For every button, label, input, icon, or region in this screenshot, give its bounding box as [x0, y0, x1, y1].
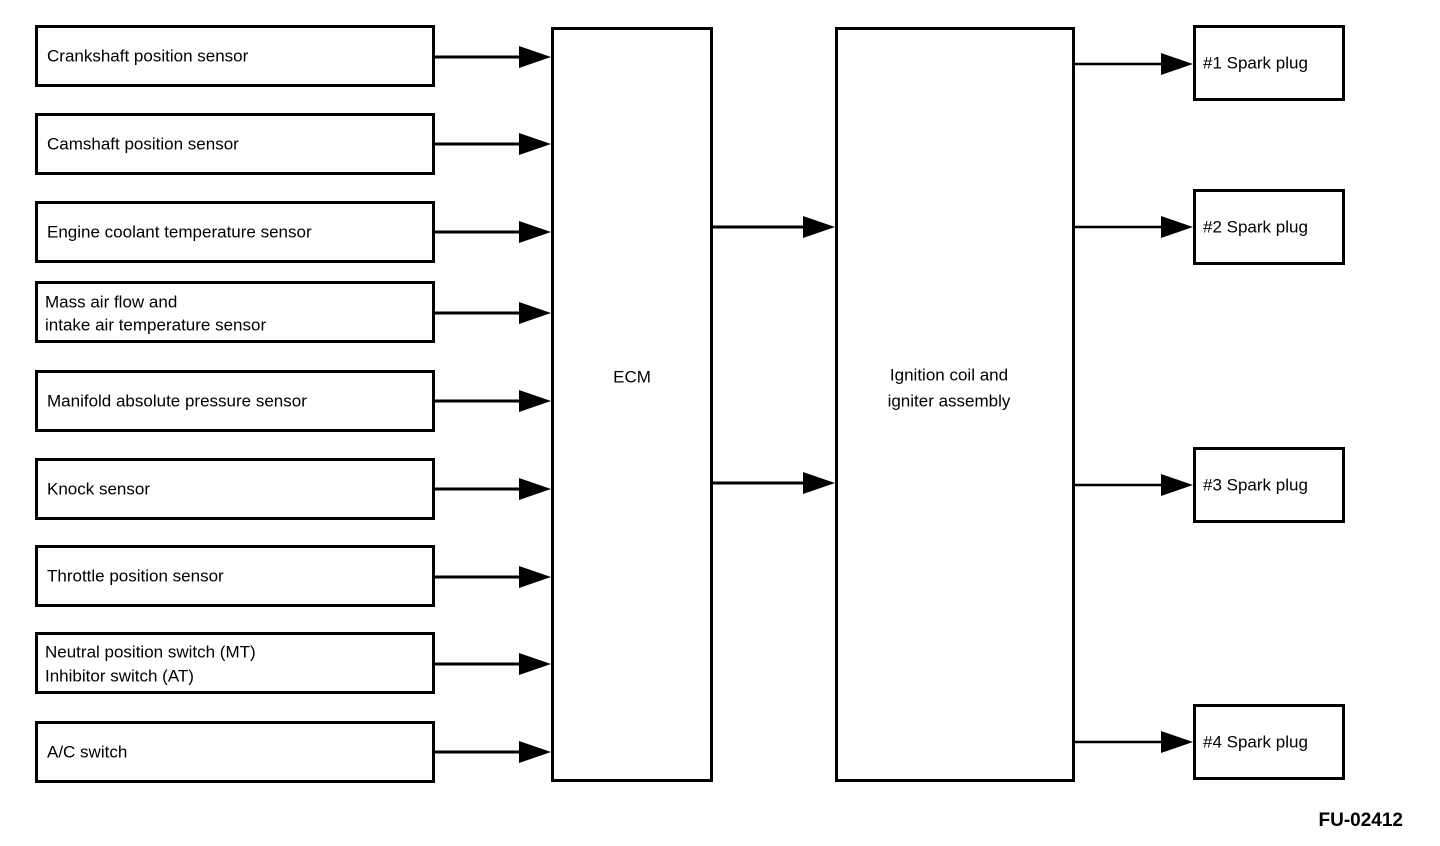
connector-neutral-inhibitor-switch-to-ecm: [435, 653, 551, 675]
node-label: ECM: [613, 367, 651, 386]
connector-camshaft-to-ecm: [435, 133, 551, 155]
node-label: Crankshaft position sensor: [47, 46, 249, 65]
connector-crankshaft-to-ecm: [435, 46, 551, 68]
node-label-line-2: igniter assembly: [888, 391, 1011, 410]
connector-ecm-to-ignition-upper: [713, 216, 835, 238]
connector-ac-switch-to-ecm: [435, 741, 551, 763]
node-ac-switch[interactable]: A/C switch: [35, 721, 435, 783]
node-label: Manifold absolute pressure sensor: [47, 391, 307, 410]
spark-plug-output-group: #1 Spark plug #2 Spark plug #3 Spark plu…: [1193, 25, 1345, 780]
connector-ecm-to-ignition-lower: [713, 472, 835, 494]
node-label: #1 Spark plug: [1203, 53, 1308, 72]
connector-ignition-to-spark-plug-2: [1075, 216, 1193, 238]
node-label: #4 Spark plug: [1203, 732, 1308, 751]
node-label: Throttle position sensor: [47, 566, 224, 585]
node-label: #3 Spark plug: [1203, 475, 1308, 494]
node-label-line-1: Mass air flow and: [45, 292, 177, 311]
node-throttle-position-sensor[interactable]: Throttle position sensor: [35, 545, 435, 607]
node-label: Camshaft position sensor: [47, 134, 239, 153]
node-label: A/C switch: [47, 742, 127, 761]
connector-coolant-temp-to-ecm: [435, 221, 551, 243]
node-neutral-position-switch-inhibitor-switch[interactable]: Neutral position switch (MT) Inhibitor s…: [35, 632, 435, 694]
node-manifold-absolute-pressure-sensor[interactable]: Manifold absolute pressure sensor: [35, 370, 435, 432]
ecm-to-ignition-connectors: [713, 216, 835, 494]
node-engine-coolant-temperature-sensor[interactable]: Engine coolant temperature sensor: [35, 201, 435, 263]
ignition-to-spark-plug-connectors: [1075, 53, 1193, 753]
node-label: Knock sensor: [47, 479, 150, 498]
node-mass-air-flow-and-intake-air-temperature-sensor[interactable]: Mass air flow and intake air temperature…: [35, 281, 435, 343]
node-label-line-1: Ignition coil and: [890, 365, 1008, 384]
connector-mass-air-flow-to-ecm: [435, 302, 551, 324]
connector-ignition-to-spark-plug-1: [1075, 53, 1193, 75]
node-label: Engine coolant temperature sensor: [47, 222, 312, 241]
node-spark-plug-4[interactable]: #4 Spark plug: [1193, 704, 1345, 780]
connector-map-sensor-to-ecm: [435, 390, 551, 412]
node-ecm[interactable]: ECM: [551, 27, 713, 782]
node-camshaft-position-sensor[interactable]: Camshaft position sensor: [35, 113, 435, 175]
figure-id-label: FU-02412: [1319, 810, 1404, 831]
node-spark-plug-3[interactable]: #3 Spark plug: [1193, 447, 1345, 523]
node-label-line-2: Inhibitor switch (AT): [45, 666, 194, 685]
node-spark-plug-1[interactable]: #1 Spark plug: [1193, 25, 1345, 101]
node-label-line-1: Neutral position switch (MT): [45, 642, 256, 661]
node-knock-sensor[interactable]: Knock sensor: [35, 458, 435, 520]
connector-ignition-to-spark-plug-3: [1075, 474, 1193, 496]
sensor-to-ecm-connectors: [435, 46, 551, 763]
node-spark-plug-2[interactable]: #2 Spark plug: [1193, 189, 1345, 265]
connector-throttle-position-to-ecm: [435, 566, 551, 588]
sensor-input-group: Crankshaft position sensor Camshaft posi…: [35, 25, 435, 783]
connector-ignition-to-spark-plug-4: [1075, 731, 1193, 753]
node-ignition-coil-and-igniter-assembly[interactable]: Ignition coil and igniter assembly: [835, 27, 1075, 782]
node-label-line-2: intake air temperature sensor: [45, 315, 266, 334]
connector-knock-sensor-to-ecm: [435, 478, 551, 500]
node-crankshaft-position-sensor[interactable]: Crankshaft position sensor: [35, 25, 435, 87]
node-label: #2 Spark plug: [1203, 217, 1308, 236]
